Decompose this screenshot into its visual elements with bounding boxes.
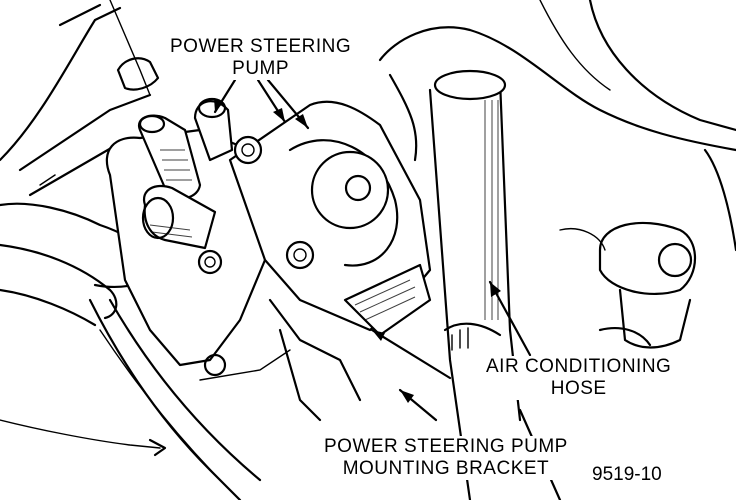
label-hose-line2: HOSE: [550, 378, 607, 399]
figure-number: 9519-10: [590, 464, 664, 486]
mounting-bracket: [199, 100, 432, 422]
label-air-conditioning-hose: AIR CONDITIONING HOSE: [484, 356, 674, 400]
label-bracket-line2: MOUNTING BRACKET: [342, 458, 550, 479]
label-pump-line1: POWER STEERING: [170, 36, 352, 57]
leader-lines: [213, 78, 532, 422]
steering-linkage: [559, 148, 736, 349]
label-mounting-bracket: POWER STEERING PUMP MOUNTING BRACKET: [322, 436, 570, 480]
fender-panel: [0, 0, 160, 197]
power-steering-pump: [105, 97, 272, 377]
label-pump-line2: PUMP: [232, 58, 290, 79]
label-bracket-line1: POWER STEERING PUMP: [324, 436, 568, 457]
splash-shield: [0, 298, 262, 500]
label-hose-line1: AIR CONDITIONING: [486, 356, 672, 377]
leader-arrowheads: [214, 98, 501, 403]
engine-contour: [378, 0, 736, 162]
label-power-steering-pump: POWER STEERING PUMP: [168, 36, 354, 80]
